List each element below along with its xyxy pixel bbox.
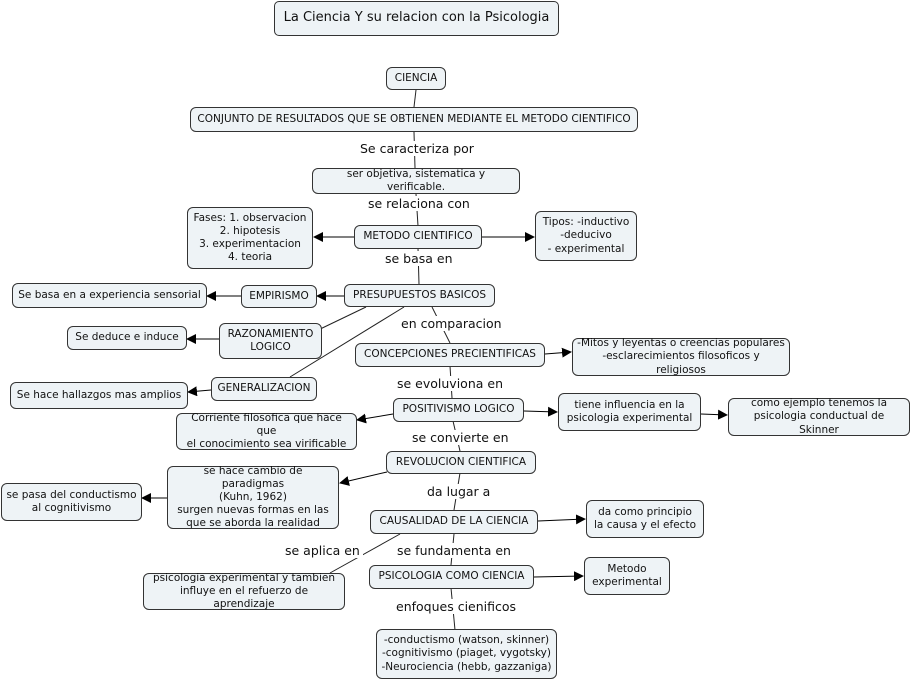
label-fundamenta: se fundamenta en	[394, 543, 514, 558]
page-title: La Ciencia Y su relacion con la Psicolog…	[274, 1, 559, 36]
node-hallazgos[interactable]: Se hace hallazgos mas amplios	[10, 382, 188, 409]
node-razonamiento-logico[interactable]: RAZONAMIENTO LOGICO	[219, 323, 322, 359]
node-ciencia[interactable]: CIENCIA	[386, 67, 446, 90]
node-causalidad-ciencia[interactable]: CAUSALIDAD DE LA CIENCIA	[370, 510, 538, 534]
node-mitos[interactable]: -Mitos y leyentas o creencias populares …	[572, 337, 790, 376]
node-metodo-cientifico[interactable]: METODO CIENTIFICO	[354, 225, 482, 249]
node-fases[interactable]: Fases: 1. observacion 2. hipotesis 3. ex…	[187, 207, 313, 269]
label-caracteriza: Se caracteriza por	[357, 141, 477, 156]
node-psicologia-experimental[interactable]: psicologia experimental y tambien influy…	[143, 572, 345, 610]
node-metodo-experimental[interactable]: Metodo experimental	[584, 557, 670, 595]
label-enfoques: enfoques cienificos	[393, 599, 520, 614]
node-objetiva[interactable]: ser objetiva, sistematica y verificable.	[312, 168, 520, 194]
node-influencia[interactable]: tiene influencia en la psicologia experi…	[558, 393, 701, 431]
node-revolucion-cientifica[interactable]: REVOLUCION CIENTIFICA	[386, 451, 536, 474]
node-psicologia-como-ciencia[interactable]: PSICOLOGIA COMO CIENCIA	[369, 565, 534, 589]
node-cambio-paradigmas[interactable]: se hace cambio de paradigmas (Kuhn, 1962…	[167, 465, 339, 529]
node-causa-efecto[interactable]: da como principio la causa y el efecto	[586, 500, 704, 538]
node-generalizacion[interactable]: GENERALIZACION	[211, 377, 317, 401]
node-empirismo[interactable]: EMPIRISMO	[241, 285, 317, 308]
node-concepciones-precientificas[interactable]: CONCEPCIONES PRECIENTIFICAS	[355, 343, 545, 367]
label-aplica: se aplica en	[282, 543, 363, 558]
label-basa: se basa en	[382, 251, 456, 266]
label-comparacion: en comparacion	[398, 316, 505, 331]
node-positivismo-logico[interactable]: POSITIVISMO LOGICO	[393, 398, 524, 422]
node-conductual-skinner[interactable]: como ejemplo tenemos la psicologia condu…	[728, 397, 910, 436]
node-conductismo-cognitivismo[interactable]: se pasa del conductismo al cognitivismo	[1, 483, 142, 521]
node-conjunto-resultados[interactable]: CONJUNTO DE RESULTADOS QUE SE OBTIENEN M…	[190, 107, 638, 132]
label-evoluviona: se evoluviona en	[394, 376, 506, 391]
node-experiencia-sensorial[interactable]: Se basa en a experiencia sensorial	[12, 283, 207, 308]
node-enfoques-list[interactable]: -conductismo (watson, skinner) -cognitiv…	[376, 629, 557, 679]
node-corriente-filosofica[interactable]: Corriente filosofica que hace que el con…	[176, 412, 357, 450]
label-lugar: da lugar a	[424, 484, 494, 499]
node-tipos[interactable]: Tipos: -inductivo -deducivo - experiment…	[535, 211, 637, 261]
label-convierte: se convierte en	[409, 430, 512, 445]
node-presupuestos-basicos[interactable]: PRESUPUESTOS BASICOS	[344, 284, 495, 307]
node-deduce-induce[interactable]: Se deduce e induce	[67, 326, 187, 350]
label-relaciona: se relaciona con	[365, 196, 473, 211]
